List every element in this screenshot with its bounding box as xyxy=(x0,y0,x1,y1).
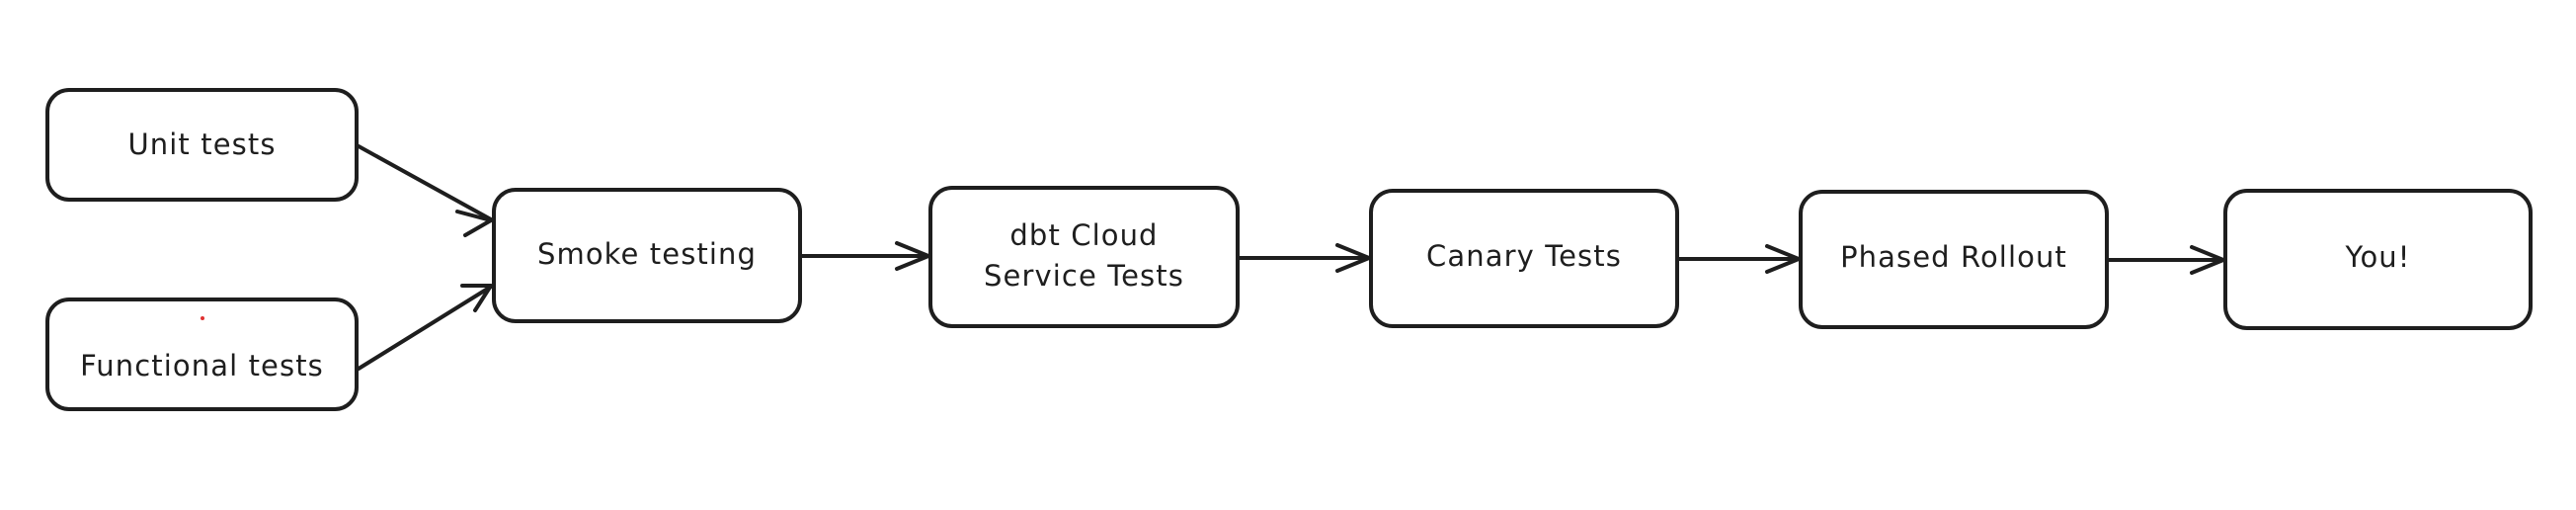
node-functional-tests-box[interactable] xyxy=(45,298,359,411)
edge-unit-tests-to-smoke-testing xyxy=(357,144,493,237)
edge-line xyxy=(357,285,493,371)
node-smoke-testing[interactable]: Smoke testing xyxy=(492,188,802,323)
node-you-box[interactable] xyxy=(2223,189,2533,330)
node-unit-tests[interactable]: Unit tests xyxy=(45,88,359,202)
node-functional-tests-label: Functional tests xyxy=(80,349,324,382)
node-unit-tests-label: Unit tests xyxy=(127,128,276,161)
node-dbt-cloud-service-tests-box[interactable] xyxy=(928,186,1240,328)
node-smoke-testing-box[interactable] xyxy=(492,188,802,323)
red-speck-artifact xyxy=(201,316,204,320)
node-canary-tests-label: Canary Tests xyxy=(1426,239,1622,273)
arrowhead-icon xyxy=(460,284,493,312)
edge-functional-tests-to-smoke-testing xyxy=(357,284,493,371)
node-dbt-cloud-service-tests-label-line1: dbt Cloud xyxy=(1009,218,1158,252)
node-you[interactable]: You! xyxy=(2223,189,2533,330)
node-functional-tests[interactable]: Functional tests xyxy=(45,298,359,411)
arrowhead-icon xyxy=(455,210,493,237)
edge-dbt-cloud-service-tests-to-canary-tests xyxy=(1238,243,1371,273)
node-smoke-testing-label: Smoke testing xyxy=(537,237,757,271)
node-phased-rollout-box[interactable] xyxy=(1799,190,2109,329)
edge-line xyxy=(357,144,493,221)
edge-canary-tests-to-phased-rollout xyxy=(1677,244,1801,274)
node-you-label: You! xyxy=(2344,240,2410,274)
node-dbt-cloud-service-tests[interactable]: dbt Cloud Service Tests xyxy=(928,186,1240,328)
node-phased-rollout-label: Phased Rollout xyxy=(1840,240,2067,274)
edge-phased-rollout-to-you xyxy=(2107,245,2225,275)
node-canary-tests-box[interactable] xyxy=(1369,189,1679,328)
node-phased-rollout[interactable]: Phased Rollout xyxy=(1799,190,2109,329)
node-canary-tests[interactable]: Canary Tests xyxy=(1369,189,1679,328)
edge-smoke-testing-to-dbt-cloud-service-tests xyxy=(800,241,930,271)
node-dbt-cloud-service-tests-label-line2: Service Tests xyxy=(984,259,1184,293)
node-unit-tests-box[interactable] xyxy=(45,88,359,202)
